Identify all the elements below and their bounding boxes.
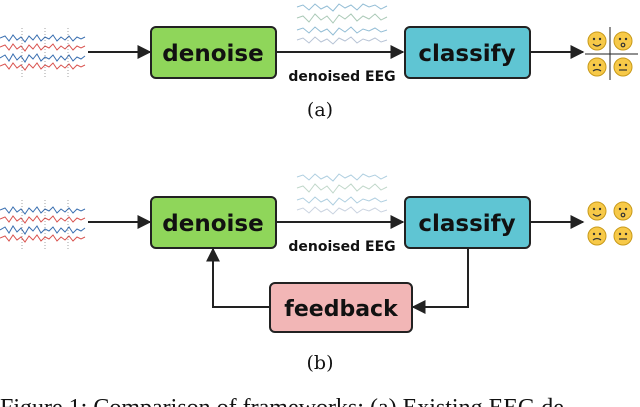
denoised-eeg-signal-icon bbox=[296, 3, 388, 45]
denoise-label: denoise bbox=[162, 211, 263, 237]
raw-eeg-signal-icon bbox=[0, 197, 86, 252]
panel-label-a: (a) bbox=[307, 99, 333, 121]
denoised-eeg-signal-icon bbox=[296, 173, 388, 215]
feedback-label: feedback bbox=[284, 297, 399, 322]
panel-b: denoise denoised EEG classify bbox=[0, 173, 633, 374]
arrow-classify-to-feedback bbox=[411, 249, 469, 314]
arrow-feedback-to-denoise bbox=[206, 247, 269, 308]
emotion-faces-icon bbox=[585, 27, 638, 80]
panel-a: denoise denoised EEG classify bbox=[0, 3, 638, 121]
emotion-faces-icon bbox=[587, 201, 633, 246]
classify-label: classify bbox=[418, 41, 515, 67]
classify-node[interactable]: classify bbox=[404, 26, 531, 79]
feedback-node[interactable]: feedback bbox=[269, 282, 413, 333]
figure-caption: Figure 1: Comparison of frameworks: (a) … bbox=[0, 395, 564, 407]
denoise-node[interactable]: denoise bbox=[150, 26, 277, 79]
edge-label-denoised-eeg: denoised EEG bbox=[288, 69, 395, 85]
edge-label-denoised-eeg: denoised EEG bbox=[288, 239, 395, 255]
raw-eeg-signal-icon bbox=[0, 25, 86, 80]
denoise-node[interactable]: denoise bbox=[150, 196, 277, 249]
classify-node[interactable]: classify bbox=[404, 196, 531, 249]
classify-label: classify bbox=[418, 211, 515, 237]
panel-label-b: (b) bbox=[307, 352, 334, 374]
denoise-label: denoise bbox=[162, 41, 263, 67]
